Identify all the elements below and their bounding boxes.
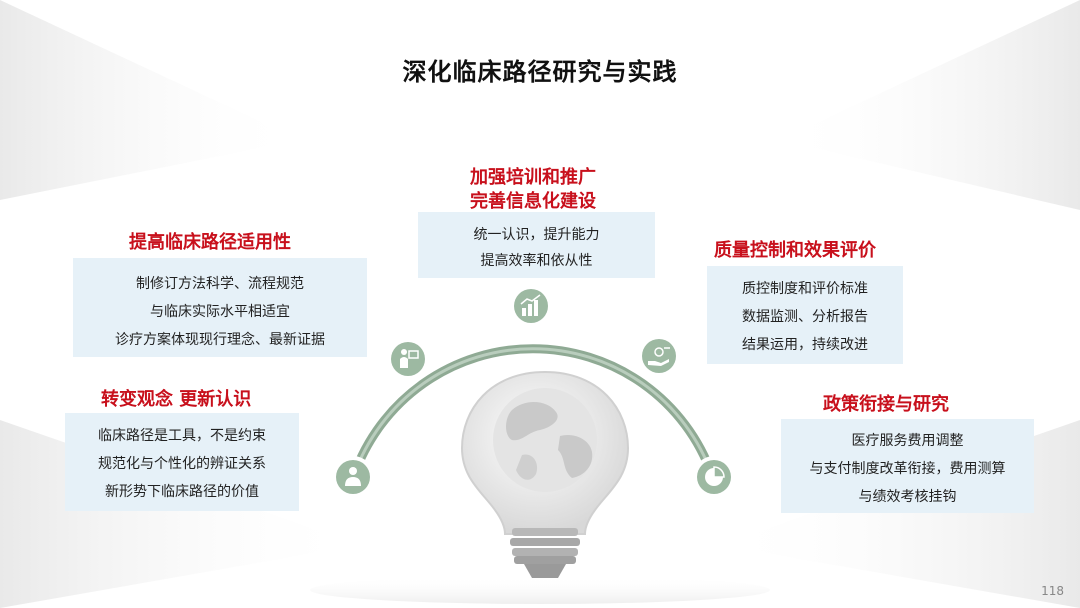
top-box-line: 统一认识，提升能力: [473, 227, 600, 243]
hand-money-icon: [637, 334, 681, 378]
left-top-box-line: 与临床实际水平相适宜: [150, 304, 290, 320]
top-heading: 加强培训和推广 完善信息化建设: [443, 166, 623, 214]
right-bottom-box: 医疗服务费用调整 与支付制度改革衔接，费用测算 与绩效考核挂钩: [781, 419, 1034, 513]
left-bottom-box-line: 规范化与个性化的辨证关系: [98, 456, 266, 472]
page-number: 118: [1041, 584, 1064, 598]
chart-bars-icon: [509, 284, 553, 328]
right-top-box-line: 质控制度和评价标准: [742, 281, 868, 297]
right-top-heading: 质量控制和效果评价: [714, 240, 876, 261]
left-bottom-box-line: 临床路径是工具，不是约束: [98, 428, 266, 444]
pie-chart-icon: [692, 455, 736, 499]
person-icon: [331, 455, 375, 499]
left-bottom-heading: 转变观念 更新认识: [101, 389, 252, 410]
page-title: 深化临床路径研究与实践: [402, 58, 678, 86]
left-top-box-line: 制修订方法科学、流程规范: [136, 276, 304, 292]
right-top-box: 质控制度和评价标准 数据监测、分析报告 结果运用，持续改进: [707, 266, 903, 364]
right-top-box-line: 数据监测、分析报告: [742, 309, 868, 325]
right-bottom-box-line: 与绩效考核挂钩: [858, 489, 957, 505]
top-box: 统一认识，提升能力 提高效率和依从性: [418, 212, 655, 278]
left-top-box: 制修订方法科学、流程规范 与临床实际水平相适宜 诊疗方案体现现行理念、最新证据: [73, 258, 367, 357]
top-heading-line-1: 加强培训和推广: [470, 167, 596, 188]
right-bottom-box-line: 医疗服务费用调整: [851, 433, 964, 449]
left-top-heading: 提高临床路径适用性: [129, 232, 291, 253]
left-bottom-box: 临床路径是工具，不是约束 规范化与个性化的辨证关系 新形势下临床路径的价值: [65, 413, 299, 511]
right-bottom-heading: 政策衔接与研究: [823, 394, 949, 415]
presenter-icon: [386, 337, 430, 381]
top-box-line: 提高效率和依从性: [480, 253, 593, 269]
light-bulb-icon: [460, 370, 630, 578]
left-bottom-box-line: 新形势下临床路径的价值: [105, 484, 259, 500]
top-heading-line-2: 完善信息化建设: [470, 191, 596, 212]
right-bottom-box-line: 与支付制度改革衔接，费用测算: [809, 461, 1006, 477]
left-top-box-line: 诊疗方案体现现行理念、最新证据: [115, 332, 325, 348]
right-top-box-line: 结果运用，持续改进: [742, 337, 868, 353]
